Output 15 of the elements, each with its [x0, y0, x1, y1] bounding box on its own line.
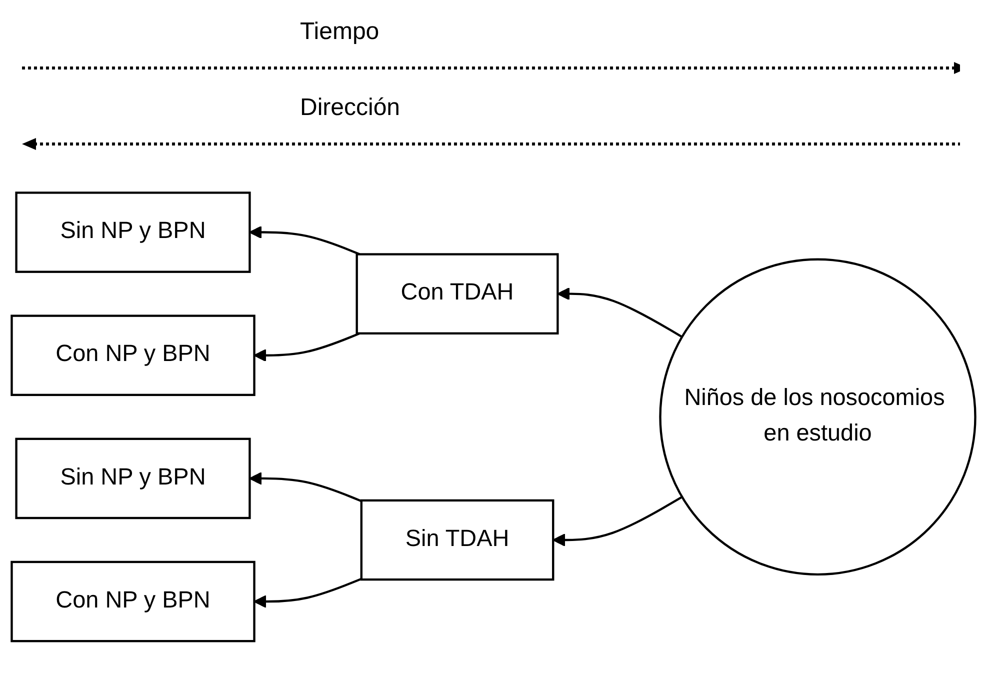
arrow — [552, 496, 683, 547]
arrow — [557, 287, 683, 338]
arrow — [249, 472, 362, 502]
node-box: Con NP y BPN — [10, 560, 256, 642]
arrow — [254, 332, 360, 362]
node-box: Con NP y BPN — [10, 314, 256, 396]
arrow — [249, 226, 360, 256]
node-box: Con TDAH — [356, 253, 559, 335]
node-box: Sin TDAH — [360, 499, 554, 581]
node-box: Sin NP y BPN — [15, 438, 251, 520]
node-box: Sin NP y BPN — [15, 192, 251, 274]
axis-label: Dirección — [300, 94, 400, 122]
axis-label: Tiempo — [300, 18, 380, 46]
arrow — [254, 578, 362, 608]
node-circle: Niños de los nosocomios en estudio — [659, 258, 976, 576]
